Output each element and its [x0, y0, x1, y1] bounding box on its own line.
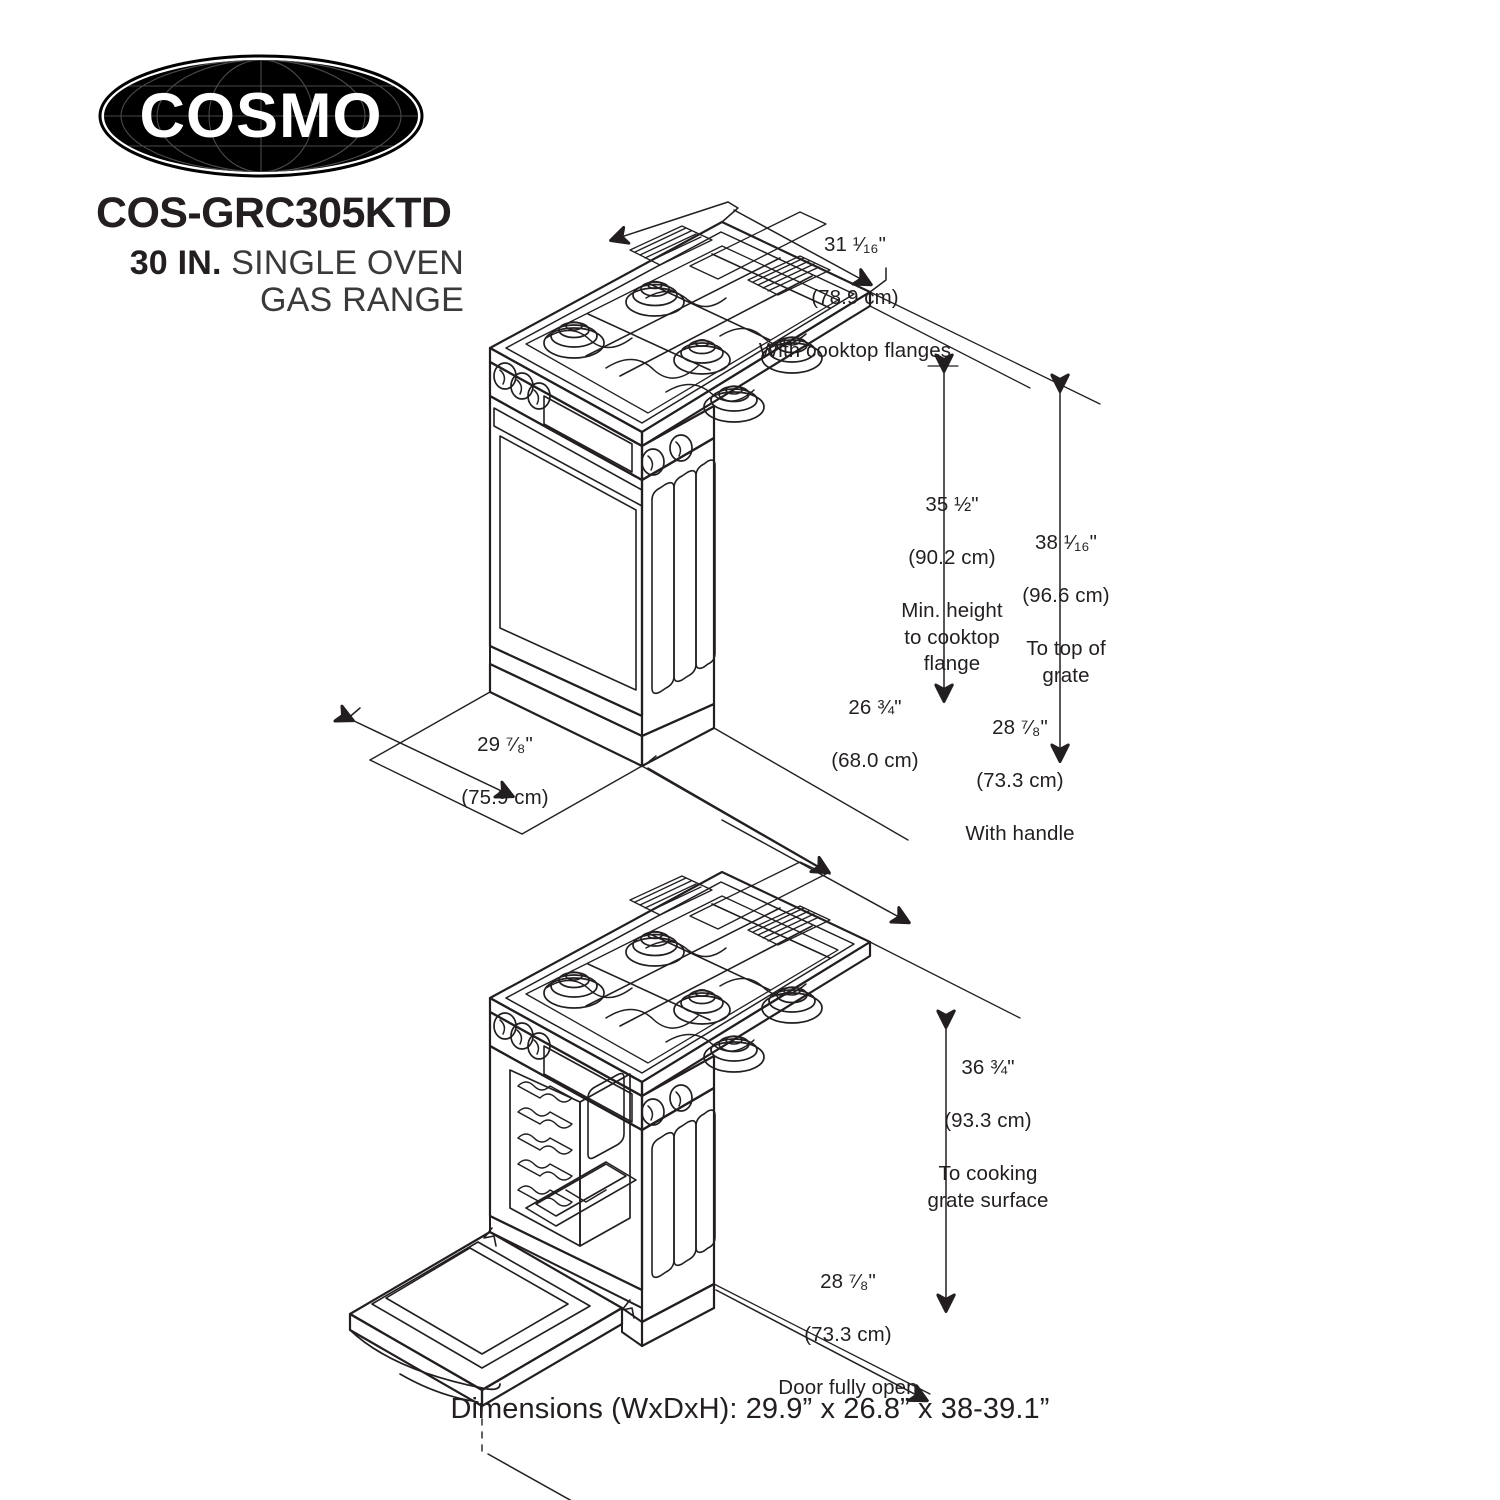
door-hinge-right	[621, 1299, 635, 1319]
burner-rear-right-2	[761, 986, 823, 1024]
knob-left-1-open[interactable]	[493, 1012, 517, 1040]
product-subtitle: 30 IN. SINGLE OVEN GAS RANGE	[96, 245, 464, 318]
knob-left-2-open[interactable]	[510, 1022, 534, 1050]
burner-front-center	[703, 385, 765, 423]
label-depth-handle: 28 ⁷⁄₈" (73.3 cm) With handle	[965, 715, 1075, 846]
product-size: 30 IN.	[129, 244, 222, 282]
burner-rear-left	[543, 321, 605, 359]
knob-left-3[interactable]	[527, 382, 551, 410]
side-vent-slot-2-open	[673, 1119, 697, 1267]
side-vent-slot-3	[695, 459, 716, 670]
cosmo-logo: COSMO	[96, 52, 426, 180]
oven-side-panel	[640, 436, 716, 768]
oven-side-panel-open	[621, 1086, 716, 1348]
knob-left-3-open[interactable]	[527, 1032, 551, 1060]
cooktop-surface-open	[488, 861, 872, 1098]
dimline-width-body	[333, 704, 515, 799]
model-number: COS-GRC305KTD	[96, 189, 452, 237]
header: COSMO COS-GRC305KTD 30 IN. SINGLE OVEN G…	[96, 52, 516, 318]
cavity-rear-panel	[587, 1072, 625, 1160]
label-depth-door-open: 28 ⁷⁄₈" (73.3 cm) Door fully open	[778, 1269, 918, 1400]
side-vent-slot-3-open	[695, 1109, 716, 1254]
burner-rear-center	[625, 280, 685, 317]
knob-right-2[interactable]	[669, 434, 693, 462]
dimline-width-flanges	[609, 201, 887, 293]
side-vent-slot-1	[651, 481, 675, 695]
label-height-cooktop-flange: 35 ½" (90.2 cm) Min. height to cooktop f…	[901, 492, 1003, 676]
burner-group	[543, 280, 823, 423]
side-vent-slot-2	[673, 469, 697, 683]
label-depth-body: 26 ¾" (68.0 cm)	[831, 695, 919, 772]
globe-ellipse-logo: COSMO	[98, 54, 424, 178]
dimensions-summary: Dimensions (WxDxH): 29.9” x 26.8” x 38-3…	[450, 1393, 1050, 1425]
burner-rear-right	[761, 336, 823, 374]
label-width-body: 29 ⁷⁄₈" (75.9 cm)	[461, 732, 549, 809]
side-vent-slot-1-open	[651, 1131, 675, 1279]
label-height-grate-surface: 36 ¾" (93.3 cm) To cooking grate surface	[927, 1055, 1049, 1212]
figure-range-door-open	[330, 830, 1170, 1500]
burner-front-center-2	[703, 1035, 765, 1073]
control-panel-open	[488, 1010, 716, 1132]
knob-left-2[interactable]	[510, 372, 534, 400]
figure-range-door-closed	[330, 180, 1170, 925]
knob-right-1[interactable]	[641, 448, 665, 476]
oven-door-handle[interactable]	[493, 407, 643, 507]
knob-left-1[interactable]	[493, 362, 517, 390]
label-height-top-grate: 38 ¹⁄₁₆" (96.6 cm) To top of grate	[1022, 530, 1110, 687]
knob-right-2-open[interactable]	[669, 1084, 693, 1112]
dimension-leaders-open	[713, 941, 1021, 1395]
dimline-depth-body	[645, 755, 831, 875]
door-front-lip	[349, 1329, 501, 1391]
product-type-line2: GAS RANGE	[260, 280, 464, 319]
door-hinge-left	[483, 1227, 497, 1247]
burner-group-open	[543, 930, 823, 1073]
dimline-depth-handle	[721, 819, 911, 925]
cooktop-vent-grille-right	[747, 255, 831, 296]
cooktop-trim-strip	[689, 211, 827, 280]
label-width-flanges: 31 ¹⁄₁₆" (78.9 cm) With cooktop flanges	[758, 232, 952, 363]
door-window-inner	[385, 1247, 569, 1355]
knob-right-1-open[interactable]	[641, 1098, 665, 1126]
oven-bottom-rack	[525, 1161, 637, 1227]
cooktop-vent-grille-left-2	[629, 875, 713, 916]
dimline-height-flange	[927, 353, 959, 703]
burner-center-2	[673, 989, 731, 1025]
product-type-line1: SINGLE OVEN	[231, 244, 464, 282]
control-display	[543, 395, 633, 473]
oven-door-window	[499, 435, 637, 691]
control-panel	[488, 360, 716, 482]
dimline-depth-door-open	[715, 1289, 929, 1403]
door-window-outer	[371, 1241, 591, 1369]
oven-door-open[interactable]	[348, 1227, 635, 1408]
burner-rear-left-2	[543, 971, 605, 1009]
dimline-door-ground	[487, 1453, 572, 1500]
door-handle-open[interactable]	[399, 1373, 479, 1403]
cooktop-vent-grille-left	[629, 225, 713, 266]
oven-rack-guides	[517, 1081, 573, 1207]
logo-wordmark: COSMO	[139, 81, 382, 151]
burner-center	[673, 339, 731, 375]
control-display-open	[543, 1045, 633, 1123]
cooktop-vent-grille-right-2	[747, 905, 831, 946]
cooktop-grates-open	[525, 895, 839, 1064]
burner-rear-center-2	[625, 930, 685, 967]
